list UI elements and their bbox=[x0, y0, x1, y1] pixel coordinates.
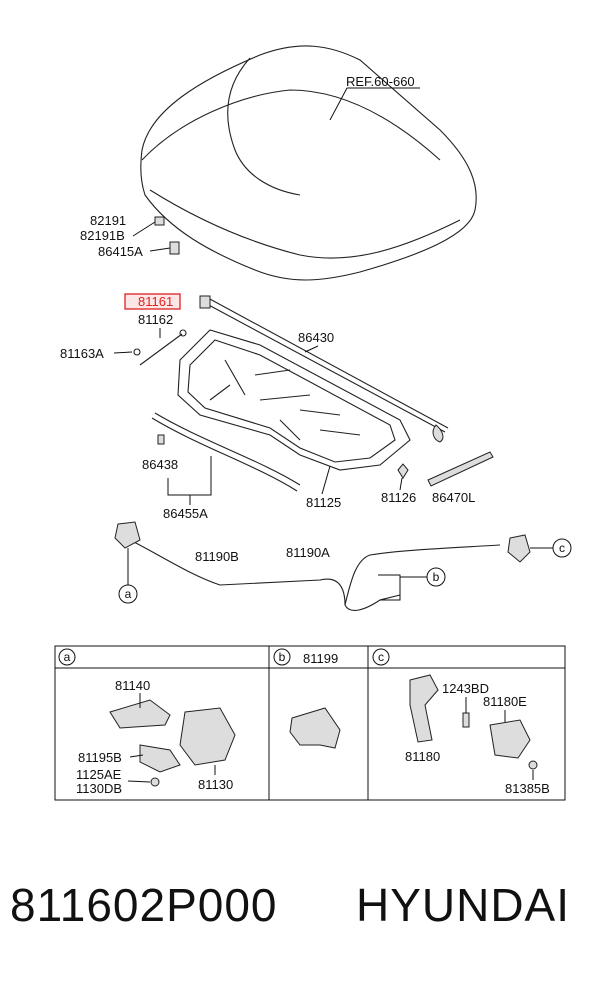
label-1125ae: 1125AE bbox=[76, 767, 122, 782]
brand-name: HYUNDAI bbox=[356, 879, 571, 931]
seal-86470l bbox=[427, 451, 494, 487]
leaders-cell-a bbox=[127, 693, 216, 783]
label-81190a: 81190A bbox=[286, 545, 330, 560]
highlight-box-81161 bbox=[124, 293, 181, 310]
hood-latch-assembly bbox=[109, 699, 236, 787]
label-81130: 81130 bbox=[198, 777, 233, 792]
callout-b bbox=[426, 567, 446, 587]
leader-callout-b bbox=[378, 574, 427, 601]
label-82191: 82191 bbox=[90, 213, 126, 228]
label-1243bd: 1243BD bbox=[442, 681, 489, 696]
label-81140: 81140 bbox=[115, 678, 150, 693]
ref-leader bbox=[329, 87, 348, 121]
hood-release-cable bbox=[114, 521, 531, 611]
callout-a-text: a bbox=[125, 587, 132, 601]
label-81195b: 81195B bbox=[78, 750, 122, 765]
label-81180: 81180 bbox=[405, 749, 440, 764]
ref-label: REF.60-660 bbox=[346, 74, 415, 89]
callout-c bbox=[552, 538, 572, 558]
label-86438: 86438 bbox=[142, 457, 178, 472]
label-1130db: 1130DB bbox=[76, 781, 122, 796]
cell-c-badge bbox=[372, 648, 390, 666]
hood-panel bbox=[140, 45, 477, 281]
callout-a bbox=[118, 584, 138, 604]
leader-86415a bbox=[149, 247, 171, 252]
label-81125: 81125 bbox=[306, 495, 341, 510]
leader-82191 bbox=[132, 221, 156, 237]
label-81126: 81126 bbox=[381, 490, 416, 505]
clip-81126 bbox=[397, 463, 409, 479]
cell-b-badge bbox=[273, 648, 291, 666]
label-81180e: 81180E bbox=[483, 694, 527, 709]
label-86455a: 86455A bbox=[163, 506, 208, 521]
leader-86430 bbox=[304, 345, 319, 353]
label-81190b: 81190B bbox=[195, 549, 239, 564]
release-handle-assembly bbox=[409, 674, 538, 770]
cell-c-badge-text: c bbox=[378, 650, 384, 664]
leader-81125 bbox=[321, 465, 331, 495]
clip-86438 bbox=[157, 434, 165, 445]
detail-table bbox=[54, 645, 566, 801]
label-86415a: 86415A bbox=[98, 244, 143, 259]
label-81162: 81162 bbox=[138, 312, 173, 327]
label-81385b: 81385B bbox=[505, 781, 550, 796]
leader-81126 bbox=[399, 477, 403, 491]
callout-b-text: b bbox=[433, 570, 440, 584]
hood-insulator-pad bbox=[177, 329, 411, 471]
label-86470l: 86470L bbox=[432, 490, 475, 505]
label-81199: 81199 bbox=[303, 651, 338, 666]
latch-bracket-81199 bbox=[289, 707, 341, 749]
cell-a-badge bbox=[58, 648, 76, 666]
leaders-cell-c bbox=[465, 697, 534, 780]
hood-stay-rod bbox=[133, 329, 187, 366]
seal-strip-86455a bbox=[151, 412, 301, 492]
label-81161: 81161 bbox=[138, 294, 173, 309]
cell-b-badge-text: b bbox=[279, 650, 286, 664]
bumper-82191 bbox=[154, 216, 165, 226]
callout-c-text: c bbox=[559, 541, 565, 555]
label-81163a: 81163A bbox=[60, 346, 104, 361]
cell-a-badge-text: a bbox=[64, 650, 71, 664]
leader-81163a bbox=[113, 351, 133, 354]
weatherstrip-86430 bbox=[199, 295, 449, 443]
label-82191b: 82191B bbox=[80, 228, 125, 243]
bumper-86415a bbox=[169, 241, 180, 255]
part-number: 811602P000 bbox=[10, 879, 278, 931]
label-86430: 86430 bbox=[298, 330, 334, 345]
